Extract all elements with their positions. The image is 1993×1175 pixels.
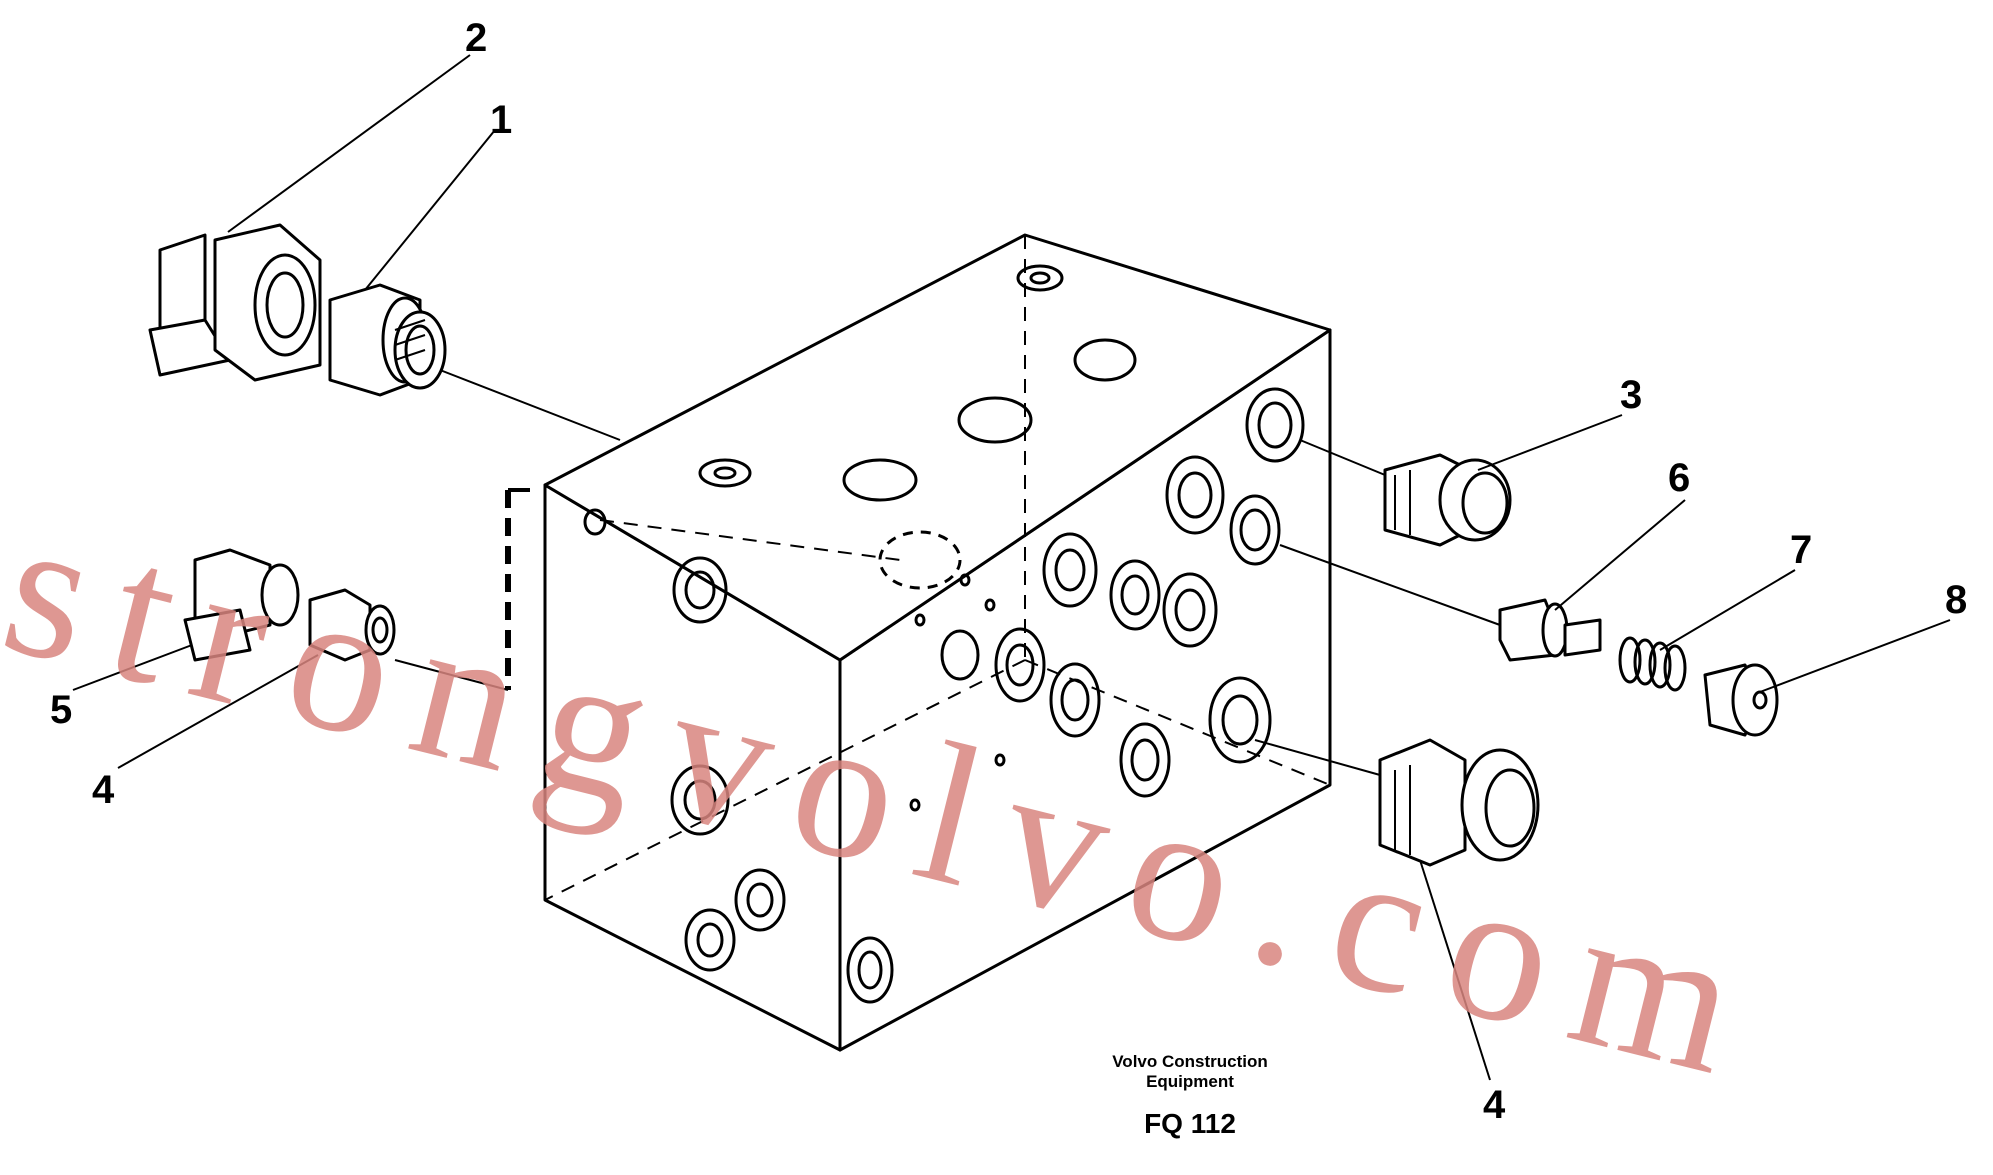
callout-6: 6: [1668, 456, 1691, 500]
elbow-fitting-left: [183, 548, 396, 662]
callout-5: 5: [50, 688, 73, 732]
callout-8: 8: [1945, 578, 1968, 622]
callout-3: 3: [1620, 373, 1643, 417]
callout-7: 7: [1790, 528, 1813, 572]
figure-code: FQ 112: [1144, 1108, 1236, 1139]
fitting-3: [1383, 453, 1512, 547]
callout-4-bottom: 4: [1483, 1083, 1506, 1127]
manufacturer-caption: Volvo Construction Equipment: [1060, 1052, 1320, 1092]
callout-4-left: 4: [92, 768, 115, 812]
manufacturer-line-2: Equipment: [1146, 1072, 1234, 1091]
spring-7: [1618, 636, 1687, 692]
callout-2: 2: [465, 16, 488, 60]
plug-8: [1703, 663, 1779, 737]
callout-1: 1: [490, 98, 513, 142]
valve-block: [543, 233, 1332, 1052]
fitting-4-right: [1378, 738, 1540, 867]
manufacturer-line-1: Volvo Construction: [1112, 1052, 1268, 1071]
elbow-fitting-top: [148, 223, 447, 397]
plunger-6: [1498, 598, 1602, 662]
